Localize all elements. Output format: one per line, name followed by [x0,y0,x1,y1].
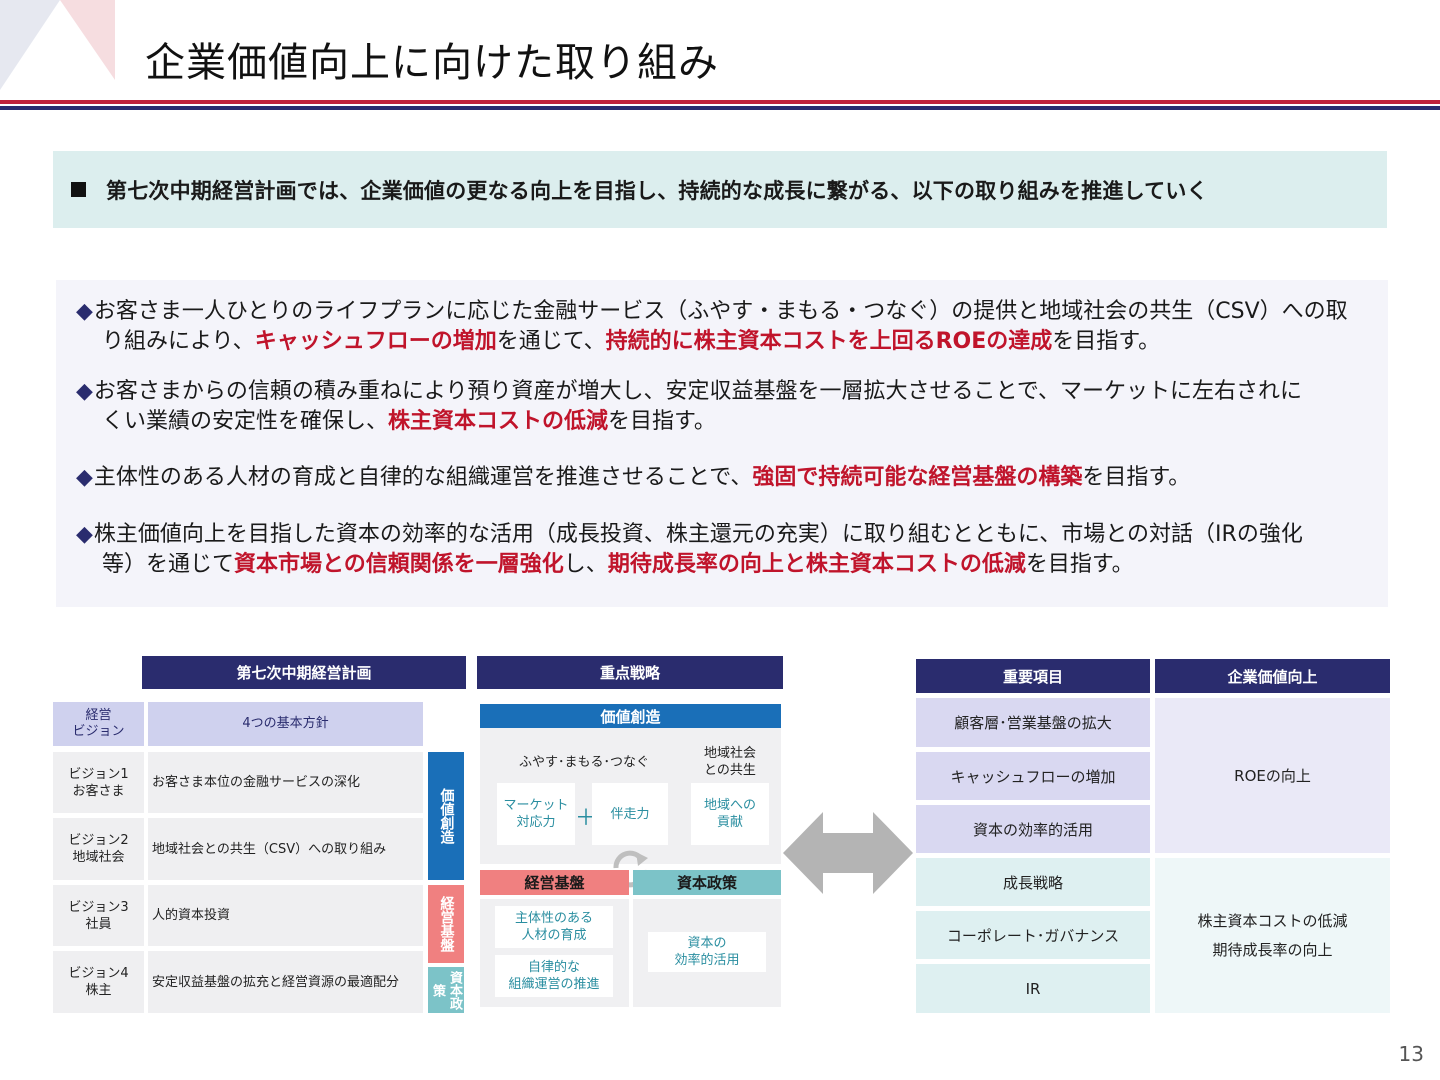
key-item-2: キャッシュフローの増加 [916,752,1150,800]
plus-icon: ＋ [575,806,598,831]
key-item-6: IR [916,964,1150,1013]
bullet-highlight: 強固で持続可能な経営基盤の構築 [752,465,1083,490]
bullet-text: を目指す。 [1025,552,1134,577]
page-number: 13 [1398,1042,1424,1066]
bullet-text: くい業績の安定性を確保し、 [102,409,389,434]
cost-result-line-1: 株主資本コストの低減 [1197,911,1348,930]
diamond-bullet-icon: ◆ [76,522,93,547]
bullet-highlight: 期待成長率の向上と株主資本コストの低減 [607,552,1026,577]
cost-result: 株主資本コストの低減 期待成長率の向上 [1155,858,1390,1013]
bullet-text: お客さま一人ひとりのライフプランに応じた金融サービス（ふやす・まもる・つなぐ）の… [93,299,1348,324]
page-title: 企業価値向上に向けた取り組み [145,40,719,86]
policy-1: お客さま本位の金融サービスの深化 [148,752,423,813]
capital-item: 資本の 効率的活用 [648,932,766,972]
bullet-text: 主体性のある人材の育成と自律的な組織運営を推進させることで、 [93,465,753,490]
corp-value-header: 企業価値向上 [1155,659,1390,693]
bullet-text: 株主価値向上を目指した資本の効率的な活用（成長投資、株主還元の充実）に取り組むと… [93,522,1303,547]
community-label: 地域社会 との共生 [703,746,756,778]
companion-box: 伴走力 [592,783,668,845]
mgmt-header: 経営基盤 [480,870,629,895]
bullet-text: 等）を通じて [102,552,235,577]
bullet-text: を目指す。 [608,409,716,434]
side-label-mgmt: 経営基盤 [428,885,464,963]
contrib-box: 地域への 貢献 [691,783,769,845]
bullet-highlight: キャッシュフローの増加 [254,329,497,354]
bullet-highlight: 株主資本コストの低減 [388,409,609,434]
vision-1: ビジョン1 お客さま [53,752,144,813]
plan-header: 第七次中期経営計画 [142,656,466,689]
mgmt-item-2: 自律的な 組織運営の推進 [495,955,613,997]
bullet-3: ◆主体性のある人材の育成と自律的な組織運営を推進させることで、強固で持続可能な経… [76,463,1190,493]
double-arrow-icon [783,812,913,894]
bullet-4: ◆株主価値向上を目指した資本の効率的な活用（成長投資、株主還元の充実）に取り組む… [76,520,1303,580]
policy-col-header: 4つの基本方針 [148,702,423,746]
summary-banner: 第七次中期経営計画では、企業価値の更なる向上を目指し、持続的な成長に繋がる、以下… [53,151,1387,228]
square-bullet-icon [71,182,86,197]
decor-triangle-pink [60,0,115,80]
bullet-text: お客さまからの信頼の積み重ねにより預り資産が増大し、安定収益基盤を一層拡大させる… [93,379,1302,404]
vision-3: ビジョン3 社員 [53,885,144,946]
diamond-bullet-icon: ◆ [76,299,93,324]
bullet-text: り組みにより、 [102,329,255,354]
bullet-highlight: 資本市場との信頼関係を一層強化 [234,552,564,577]
mgmt-item-1: 主体性のある 人材の育成 [495,906,613,948]
title-rule-navy [0,106,1440,110]
side-label-capital: 資本政策 [428,967,464,1013]
vision-4: ビジョン4 株主 [53,951,144,1013]
bullet-2: ◆お客さまからの信頼の積み重ねにより預り資産が増大し、安定収益基盤を一層拡大させ… [76,377,1302,437]
fmt-label: ふやす･まもる･つなぐ [518,754,649,770]
cost-result-line-2: 期待成長率の向上 [1212,940,1333,959]
bullet-text: を目指す。 [1052,329,1161,354]
capital-header: 資本政策 [633,870,781,895]
title-rule-red [0,100,1440,104]
bullet-text: し、 [563,552,608,577]
key-item-3: 資本の効率的活用 [916,805,1150,853]
vision-col-header: 経営 ビジョン [53,702,144,746]
diamond-bullet-icon: ◆ [76,379,93,404]
policy-2: 地域社会との共生（CSV）への取り組み [148,818,423,880]
roe-result: ROEの向上 [1155,698,1390,853]
key-item-4: 成長戦略 [916,858,1150,906]
policy-4: 安定収益基盤の拡充と経営資源の最適配分 [148,951,423,1013]
side-label-value: 価値創造 [428,752,464,880]
vision-2: ビジョン2 地域社会 [53,818,144,880]
diamond-bullet-icon: ◆ [76,465,93,490]
strategy-header: 重点戦略 [477,656,783,689]
bullet-1: ◆お客さま一人ひとりのライフプランに応じた金融サービス（ふやす・まもる・つなぐ）… [76,297,1348,357]
key-item-5: コーポレート･ガバナンス [916,911,1150,959]
bullet-highlight: 持続的に株主資本コストを上回るROEの達成 [605,329,1053,354]
bullet-text: を目指す。 [1082,465,1191,490]
banner-text: 第七次中期経営計画では、企業価値の更なる向上を目指し、持続的な成長に繋がる、以下… [106,178,1208,203]
value-creation-header: 価値創造 [480,704,781,728]
market-box: マーケット 対応力 [497,783,575,845]
decor-triangle-gray [0,0,60,90]
key-item-1: 顧客層･営業基盤の拡大 [916,698,1150,747]
bullet-text: を通じて、 [496,329,606,354]
initiatives-list: ◆お客さま一人ひとりのライフプランに応じた金融サービス（ふやす・まもる・つなぐ）… [56,280,1388,607]
key-items-header: 重要項目 [916,659,1150,693]
policy-3: 人的資本投資 [148,885,423,946]
